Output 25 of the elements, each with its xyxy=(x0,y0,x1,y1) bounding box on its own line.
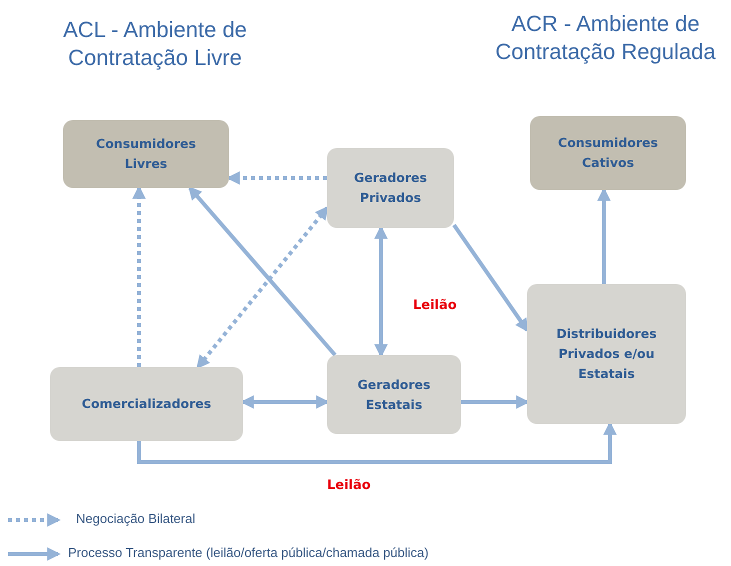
arrow xyxy=(452,224,529,332)
box-label: Geradores Privados xyxy=(353,169,428,207)
box-label: Distribuidores Privados e/ou Estatais xyxy=(555,325,658,383)
box-label: Consumidores Cativos xyxy=(557,134,659,172)
arrow xyxy=(188,186,337,356)
legend-label: Processo Transparente (leilão/oferta pública/chamada pública) xyxy=(68,545,429,560)
edge-label: Leilão xyxy=(327,478,371,493)
rounded-box xyxy=(527,284,686,424)
rounded-box xyxy=(327,355,461,434)
section-title: ACR - Ambiente de Contratação Regulada xyxy=(494,10,717,66)
arrow xyxy=(597,187,611,284)
box-label: Comercializadores xyxy=(82,395,212,413)
dotted-arrow xyxy=(132,185,146,367)
edge-label: Leilão xyxy=(413,298,457,313)
arrow xyxy=(374,225,388,358)
rounded-box xyxy=(530,116,686,190)
section-title: ACL - Ambiente de Contratação Livre xyxy=(62,16,248,72)
box-label: Geradores Estatais xyxy=(356,376,432,414)
rounded-box xyxy=(63,120,229,188)
rounded-box xyxy=(50,367,243,441)
dotted-arrow xyxy=(196,206,329,370)
arrow xyxy=(136,421,617,464)
legend-label: Negociação Bilateral xyxy=(76,511,196,526)
rounded-box xyxy=(327,148,454,228)
box-label: Consumidores Livres xyxy=(95,135,197,173)
